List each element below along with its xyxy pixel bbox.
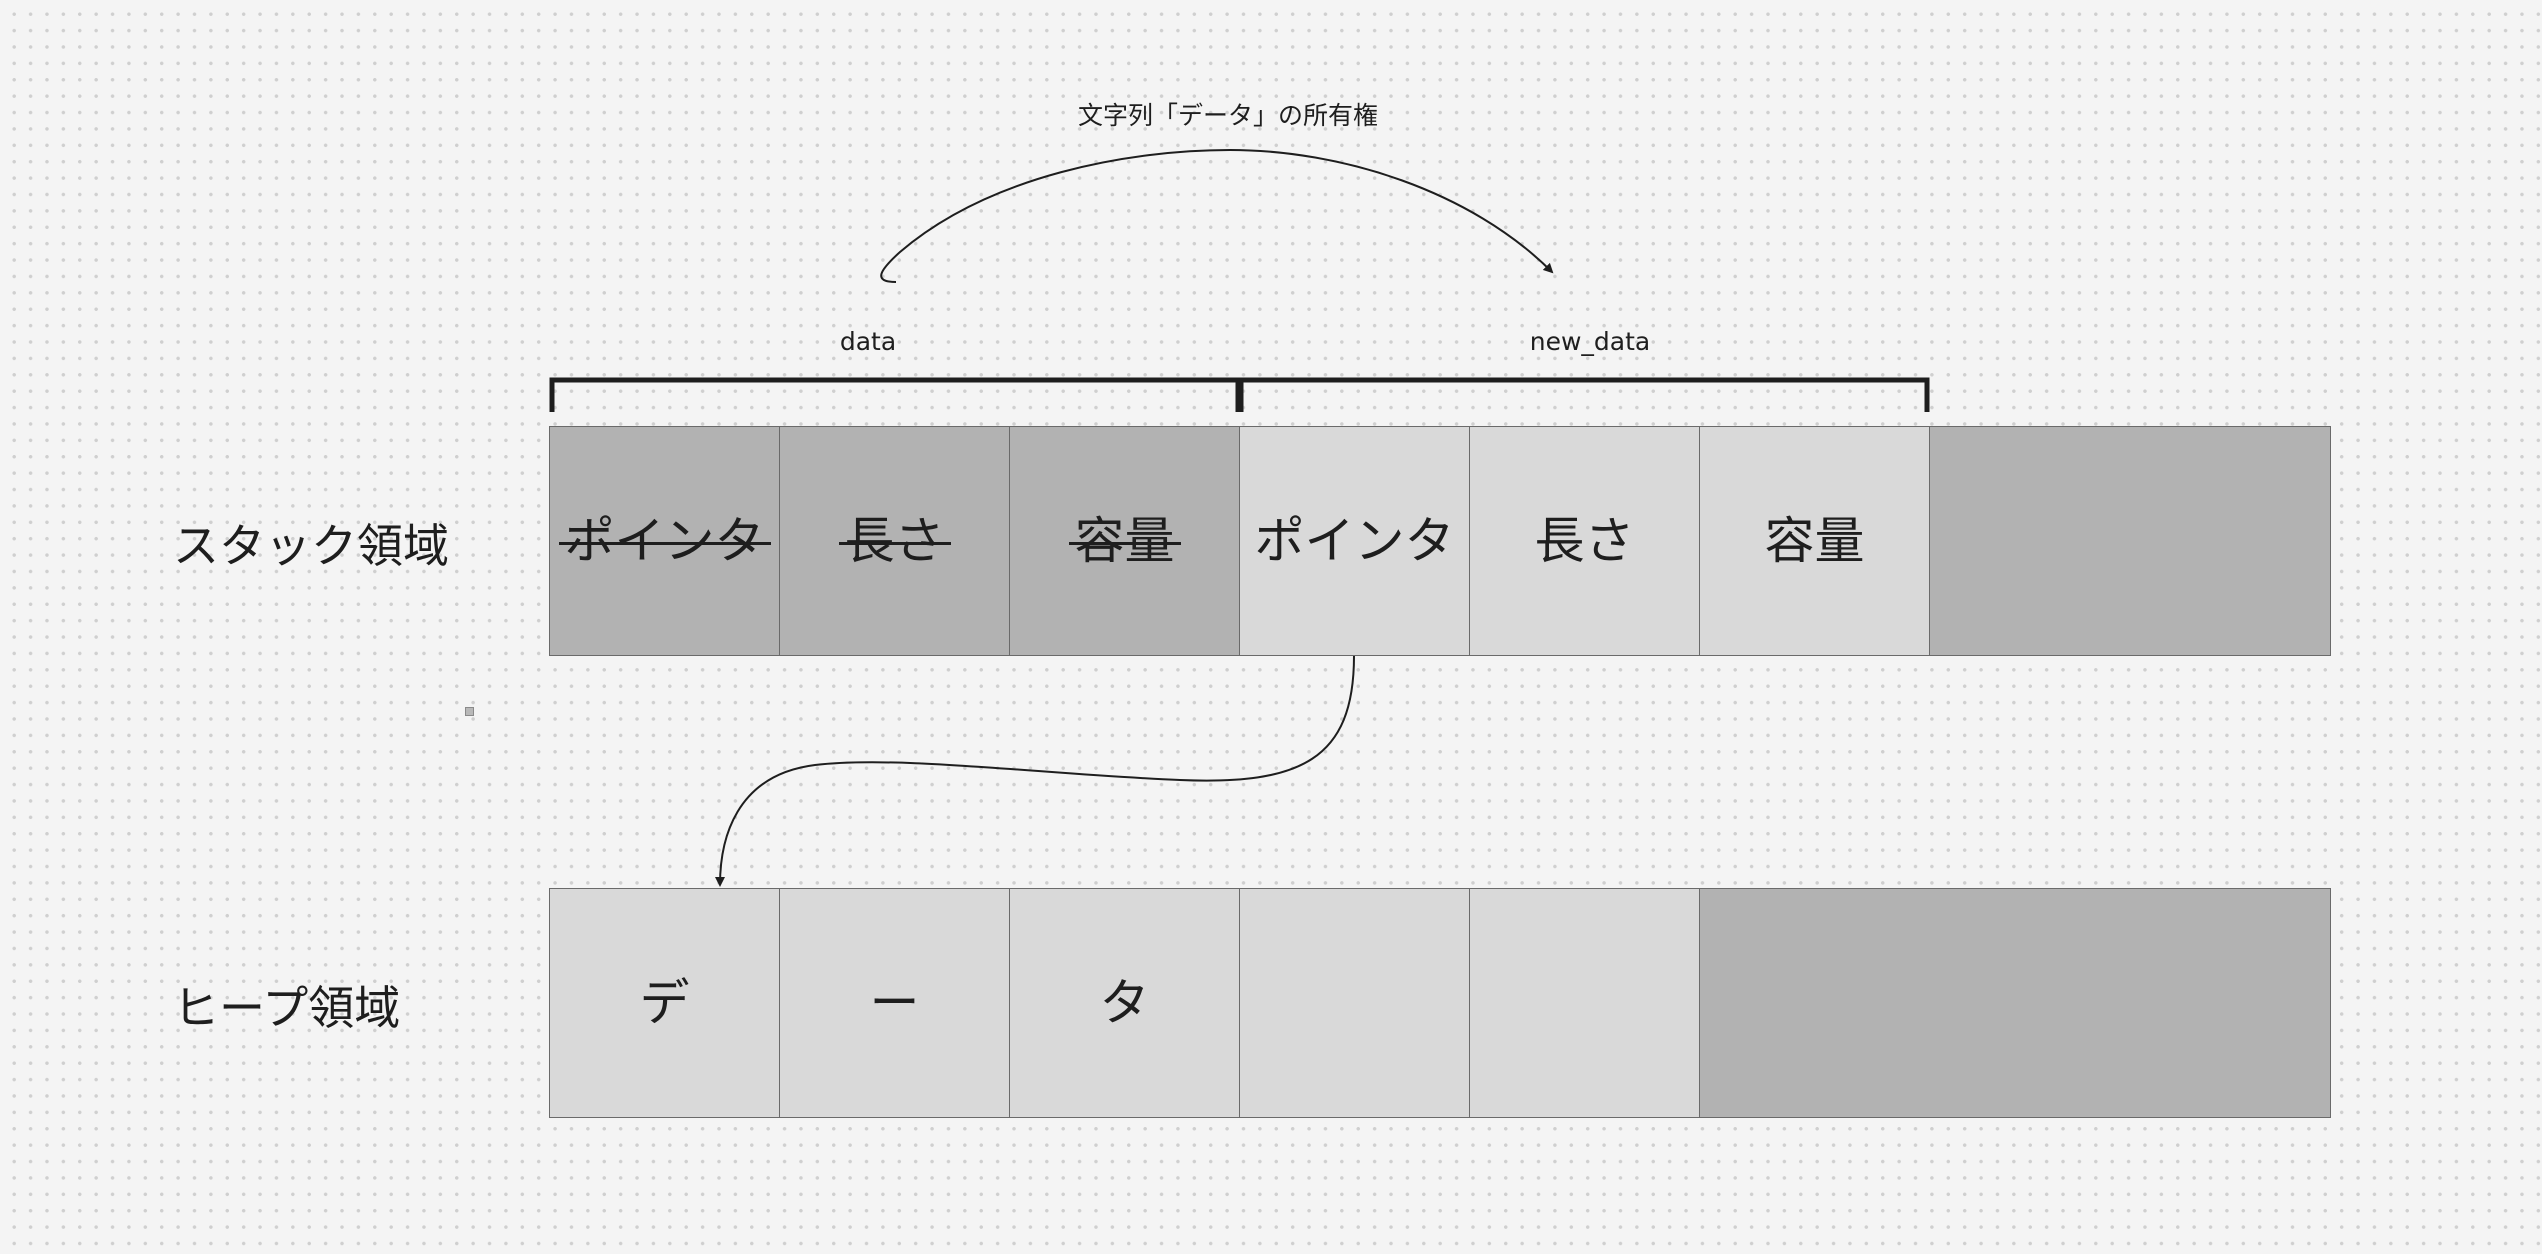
stack-cell-text: 容量 bbox=[1068, 512, 1181, 570]
stack-cell-text: 容量 bbox=[1764, 512, 1865, 570]
stack-cell-data-pointer: ポインタ bbox=[549, 426, 780, 656]
heap-cell-text: タ bbox=[1099, 974, 1150, 1032]
stack-cell-unused bbox=[1929, 426, 2331, 656]
stack-cell-text: ポインタ bbox=[1254, 512, 1455, 570]
data-bracket bbox=[549, 377, 1241, 412]
stack-cell-text: ポインタ bbox=[558, 512, 771, 570]
new-data-bracket bbox=[1238, 377, 1930, 412]
ownership-transfer-arrow bbox=[880, 148, 1554, 283]
stack-cell-new-data-pointer: ポインタ bbox=[1239, 426, 1470, 656]
stack-cell-text: 長さ bbox=[838, 512, 951, 570]
new-data-variable-label: new_data bbox=[1529, 327, 1651, 356]
stack-cell-text: 長さ bbox=[1534, 512, 1635, 570]
stack-cell-new-data-length: 長さ bbox=[1469, 426, 1700, 656]
heap-cell-text: デ bbox=[639, 974, 690, 1032]
heap-cell-3: タ bbox=[1009, 888, 1240, 1118]
selection-handle[interactable] bbox=[465, 707, 474, 716]
heap-cell-4 bbox=[1239, 888, 1470, 1118]
ownership-label: 文字列「データ」の所有権 bbox=[1077, 101, 1379, 130]
heap-cell-1: デ bbox=[549, 888, 780, 1118]
heap-cell-5 bbox=[1469, 888, 1700, 1118]
heap-area-label: ヒープ領域 bbox=[173, 981, 401, 1035]
heap-cell-unused bbox=[1699, 888, 2331, 1118]
heap-cell-text: ー bbox=[869, 974, 920, 1032]
stack-area-label: スタック領域 bbox=[173, 519, 449, 573]
pointer-arrow bbox=[715, 655, 1355, 887]
data-variable-label: data bbox=[839, 327, 897, 356]
stack-cell-data-length: 長さ bbox=[779, 426, 1010, 656]
heap-cell-2: ー bbox=[779, 888, 1010, 1118]
stack-cell-new-data-capacity: 容量 bbox=[1699, 426, 1930, 656]
stack-cell-data-capacity: 容量 bbox=[1009, 426, 1240, 656]
